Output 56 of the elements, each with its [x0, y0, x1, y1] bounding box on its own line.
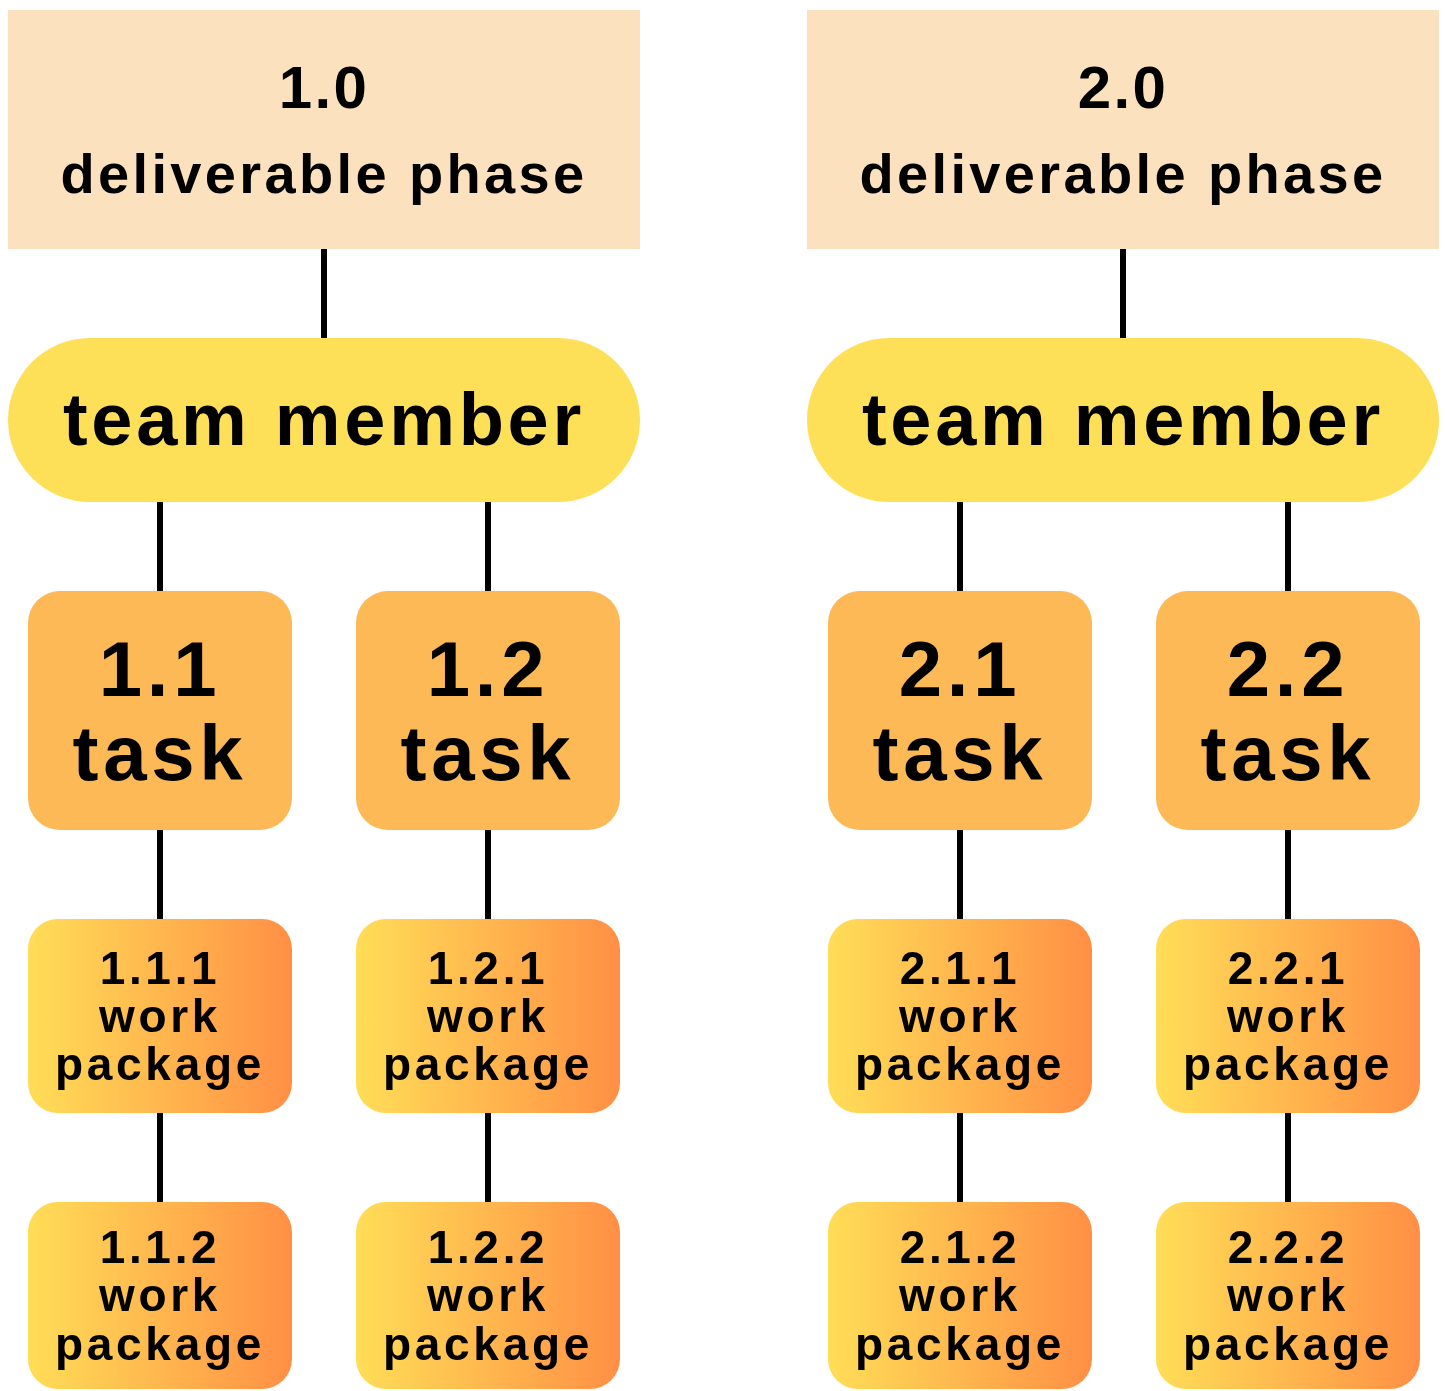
task-box — [828, 591, 1092, 830]
task-number: 2.1 — [898, 629, 1022, 708]
package-label: work package — [382, 991, 594, 1089]
task-label: task — [1200, 713, 1376, 792]
task-label: task — [400, 713, 576, 792]
work-package-box — [1156, 919, 1420, 1113]
task-number: 2.2 — [1226, 629, 1350, 708]
work-package-box — [356, 919, 620, 1113]
phase-box — [8, 10, 640, 249]
connector-line — [957, 1113, 963, 1202]
task-number: 1.2 — [426, 629, 550, 708]
package-number: 2.1.2 — [899, 1223, 1021, 1272]
connector-line — [957, 502, 963, 591]
package-number: 2.2.2 — [1227, 1223, 1349, 1272]
task-box — [28, 591, 292, 830]
connector-line — [1285, 830, 1291, 919]
work-package-box — [828, 919, 1092, 1113]
work-package-box — [828, 1202, 1092, 1389]
work-package-box — [28, 919, 292, 1113]
package-label: work package — [382, 1271, 594, 1368]
phase-number: 2.0 — [1077, 57, 1169, 118]
connector-line — [1285, 502, 1291, 591]
work-package-box — [1156, 1202, 1420, 1389]
connector-line — [157, 1113, 163, 1202]
package-number: 1.1.1 — [99, 943, 221, 992]
package-number: 2.1.1 — [899, 943, 1021, 992]
task-box — [356, 591, 620, 830]
package-label: work package — [54, 991, 266, 1089]
work-package-box — [28, 1202, 292, 1389]
package-number: 1.1.2 — [99, 1223, 221, 1272]
package-number: 2.2.1 — [1227, 943, 1349, 992]
connector-line — [157, 502, 163, 591]
task-label: task — [872, 713, 1048, 792]
phase-box — [807, 10, 1439, 249]
member-label: team member — [63, 383, 585, 457]
package-label: work package — [54, 1271, 266, 1368]
package-label: work package — [854, 1271, 1066, 1368]
task-label: task — [72, 713, 248, 792]
connector-line — [957, 830, 963, 919]
connector-line — [485, 1113, 491, 1202]
package-label: work package — [1182, 991, 1394, 1089]
connector-line — [485, 502, 491, 591]
connector-line — [1285, 1113, 1291, 1202]
connector-line — [1120, 249, 1126, 338]
package-number: 1.2.1 — [427, 943, 549, 992]
task-number: 1.1 — [98, 629, 222, 708]
member-label: team member — [862, 383, 1384, 457]
connector-line — [321, 249, 327, 338]
connector-line — [157, 830, 163, 919]
task-box — [1156, 591, 1420, 830]
package-label: work package — [854, 991, 1066, 1089]
connector-line — [485, 830, 491, 919]
package-number: 1.2.2 — [427, 1223, 549, 1272]
phase-number: 1.0 — [278, 57, 370, 118]
package-label: work package — [1182, 1271, 1394, 1368]
work-package-box — [356, 1202, 620, 1389]
